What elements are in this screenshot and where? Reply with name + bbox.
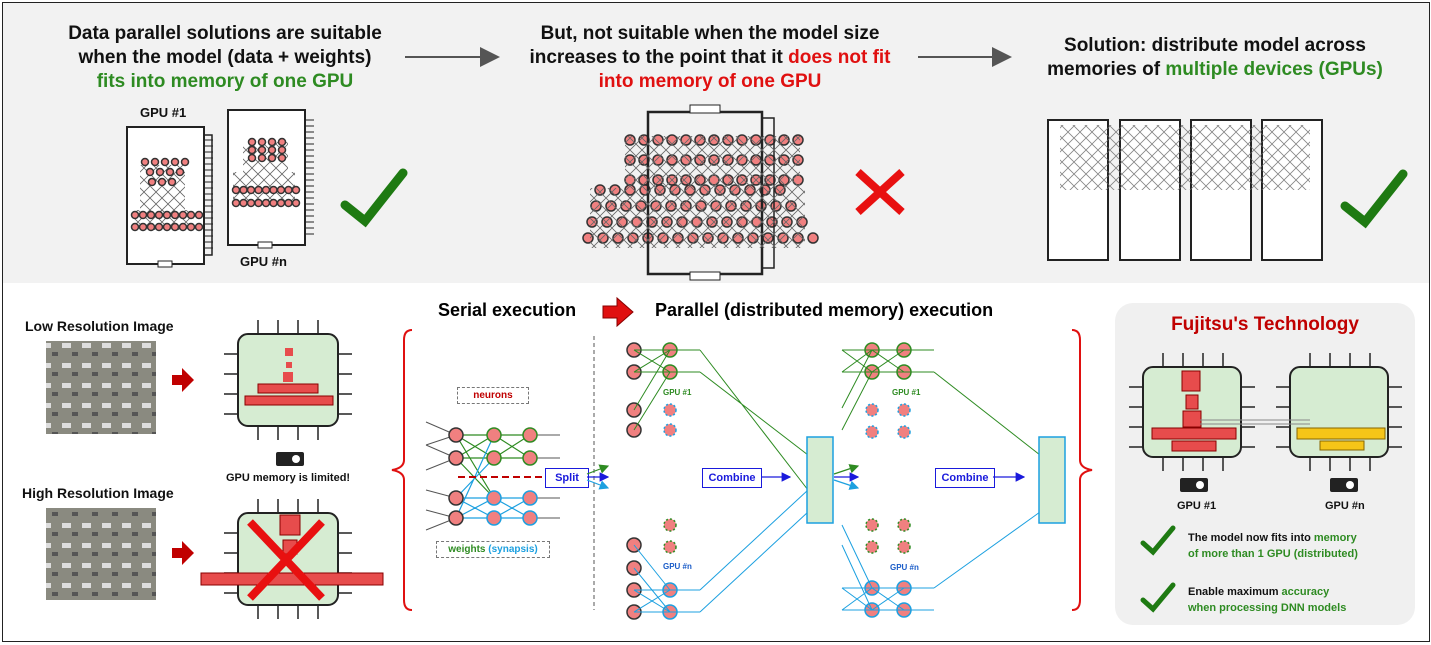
neuron-node xyxy=(138,222,148,232)
fujitsu-gpu1: GPU #1 xyxy=(1177,500,1217,512)
red-x-icon xyxy=(855,169,905,215)
neuron-node xyxy=(162,210,172,220)
neuron-node xyxy=(180,157,190,167)
neuron-node xyxy=(247,153,257,163)
neuron-node xyxy=(257,153,267,163)
gpu1-b-label: GPU #1 xyxy=(892,388,921,397)
serial-execution-label: Serial execution xyxy=(438,300,577,320)
multi-gpu-cards xyxy=(1047,119,1323,261)
neuron-node xyxy=(178,222,188,232)
neuron-node xyxy=(130,222,140,232)
gpu1-card xyxy=(126,126,213,268)
weights-label: weights (synapsis) xyxy=(436,541,550,558)
neuron-node xyxy=(178,210,188,220)
neuron-node xyxy=(186,210,196,220)
neuron-node xyxy=(138,210,148,220)
neuron-node xyxy=(277,153,287,163)
neuron-node xyxy=(277,145,287,155)
combine-box-1: Combine xyxy=(702,468,762,488)
neuron-node xyxy=(247,137,257,147)
neuron-node xyxy=(162,222,172,232)
neuron-node xyxy=(291,198,301,208)
neuron-node xyxy=(170,210,180,220)
parallel-execution-label: Parallel (distributed memory) execution xyxy=(655,300,994,320)
gpu-limited-text: GPU memory is limited! xyxy=(226,472,351,484)
neuron-node xyxy=(807,232,819,244)
neuron-node xyxy=(165,167,175,177)
col1-title: Data parallel solutions are suitable whe… xyxy=(68,23,382,92)
neuron-node xyxy=(239,185,248,195)
neuron-node xyxy=(291,185,301,195)
fujitsu-title: Fujitsu's Technology xyxy=(1171,314,1359,335)
neuron-node xyxy=(194,222,204,232)
neuron-node xyxy=(231,185,241,195)
neuron-node xyxy=(257,137,267,147)
neuron-node xyxy=(231,198,241,208)
neuron-node xyxy=(267,153,277,163)
neuron-node xyxy=(247,145,257,155)
neuron-node xyxy=(194,210,204,220)
split-box: Split xyxy=(545,468,589,488)
neuron-node xyxy=(269,198,278,208)
check-icon-2 xyxy=(1340,169,1408,229)
neuron-node xyxy=(267,145,277,155)
gpu1-a-label: GPU #1 xyxy=(663,388,692,397)
neuron-node xyxy=(130,210,140,220)
neuron-node xyxy=(269,185,278,195)
neuron-node xyxy=(276,198,286,208)
fujitsu-gpun: GPU #n xyxy=(1325,500,1365,512)
point-1: The model now fits into memory of more t… xyxy=(1188,532,1358,560)
neurons-label: neurons xyxy=(457,387,529,404)
col2-title: But, not suitable when the model size in… xyxy=(529,23,891,92)
high-res-label: High Resolution Image xyxy=(22,485,174,501)
neuron-node xyxy=(277,137,287,147)
neuron-node xyxy=(284,198,293,208)
neuron-node xyxy=(146,222,156,232)
neuron-node xyxy=(257,145,267,155)
neuron-node xyxy=(254,198,263,208)
gpun-label: GPU #n xyxy=(240,254,287,269)
neuron-node xyxy=(150,157,160,167)
big-gpu-card xyxy=(590,104,805,281)
check-icon-1 xyxy=(340,168,408,228)
fujitsu-panel xyxy=(1115,303,1415,625)
neuron-node xyxy=(276,185,286,195)
col3-title: Solution: distribute model across memori… xyxy=(1047,35,1383,80)
neuron-node xyxy=(154,210,164,220)
neuron-node xyxy=(140,157,150,167)
neuron-node xyxy=(154,222,164,232)
neuron-node xyxy=(267,137,277,147)
neuron-node xyxy=(246,185,256,195)
neuron-node xyxy=(160,157,170,167)
neuron-node xyxy=(239,198,248,208)
neuron-node xyxy=(246,198,256,208)
point-2: Enable maximum accuracy when processing … xyxy=(1188,586,1347,614)
neuron-node xyxy=(261,198,271,208)
gpun-a-label: GPU #n xyxy=(663,562,692,571)
neuron-node xyxy=(147,177,157,187)
neuron-node xyxy=(254,185,263,195)
neuron-node xyxy=(145,167,155,177)
neuron-node xyxy=(170,157,180,167)
gpun-b-label: GPU #n xyxy=(890,563,919,572)
neuron-node xyxy=(157,177,167,187)
neuron-node xyxy=(186,222,196,232)
neuron-node xyxy=(284,185,293,195)
gpu1-label: GPU #1 xyxy=(140,105,187,120)
top-graphics xyxy=(126,47,1408,281)
neuron-node xyxy=(170,222,180,232)
combine-box-2: Combine xyxy=(935,468,995,488)
neuron-node xyxy=(155,167,165,177)
neuron-node xyxy=(146,210,156,220)
neuron-node xyxy=(167,177,177,187)
neuron-node xyxy=(175,167,185,177)
low-res-label: Low Resolution Image xyxy=(25,318,174,334)
neuron-node xyxy=(261,185,271,195)
